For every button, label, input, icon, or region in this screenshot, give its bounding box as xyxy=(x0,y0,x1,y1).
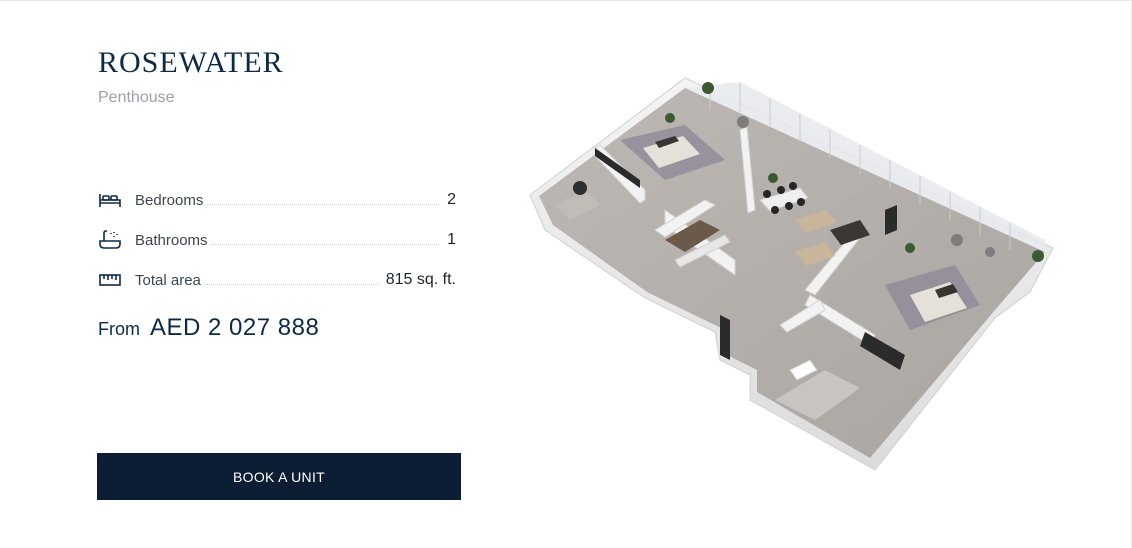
spec-label: Bathrooms xyxy=(135,231,208,249)
ruler-icon xyxy=(98,269,122,291)
bathtub-icon xyxy=(98,229,122,251)
divider-top xyxy=(0,0,1132,1)
spec-row-bathrooms: Bathrooms 1 xyxy=(98,220,456,260)
unit-type: Penthouse xyxy=(98,89,175,106)
dotted-leader xyxy=(207,203,440,205)
dotted-leader xyxy=(204,283,378,285)
dotted-leader xyxy=(211,243,440,245)
spec-row-bedrooms: Bedrooms 2 xyxy=(98,180,456,220)
price-value: AED 2 027 888 xyxy=(150,314,320,341)
price-prefix: From xyxy=(98,319,140,339)
spec-label: Total area xyxy=(135,271,201,289)
spec-list: Bedrooms 2 Bathrooms 1 xyxy=(98,180,456,300)
spec-value: 2 xyxy=(447,191,456,208)
spec-label: Bedrooms xyxy=(135,191,204,209)
price-block: From AED 2 027 888 xyxy=(98,314,319,342)
spec-value: 1 xyxy=(447,231,456,248)
unit-title: ROSEWATER xyxy=(98,46,284,79)
spec-value: 815 sq. ft. xyxy=(385,271,456,288)
bed-icon xyxy=(98,189,122,211)
spec-row-total-area: Total area 815 sq. ft. xyxy=(98,260,456,300)
book-unit-button[interactable]: BOOK A UNIT xyxy=(97,453,461,500)
floor-plan-image[interactable] xyxy=(525,70,1060,480)
